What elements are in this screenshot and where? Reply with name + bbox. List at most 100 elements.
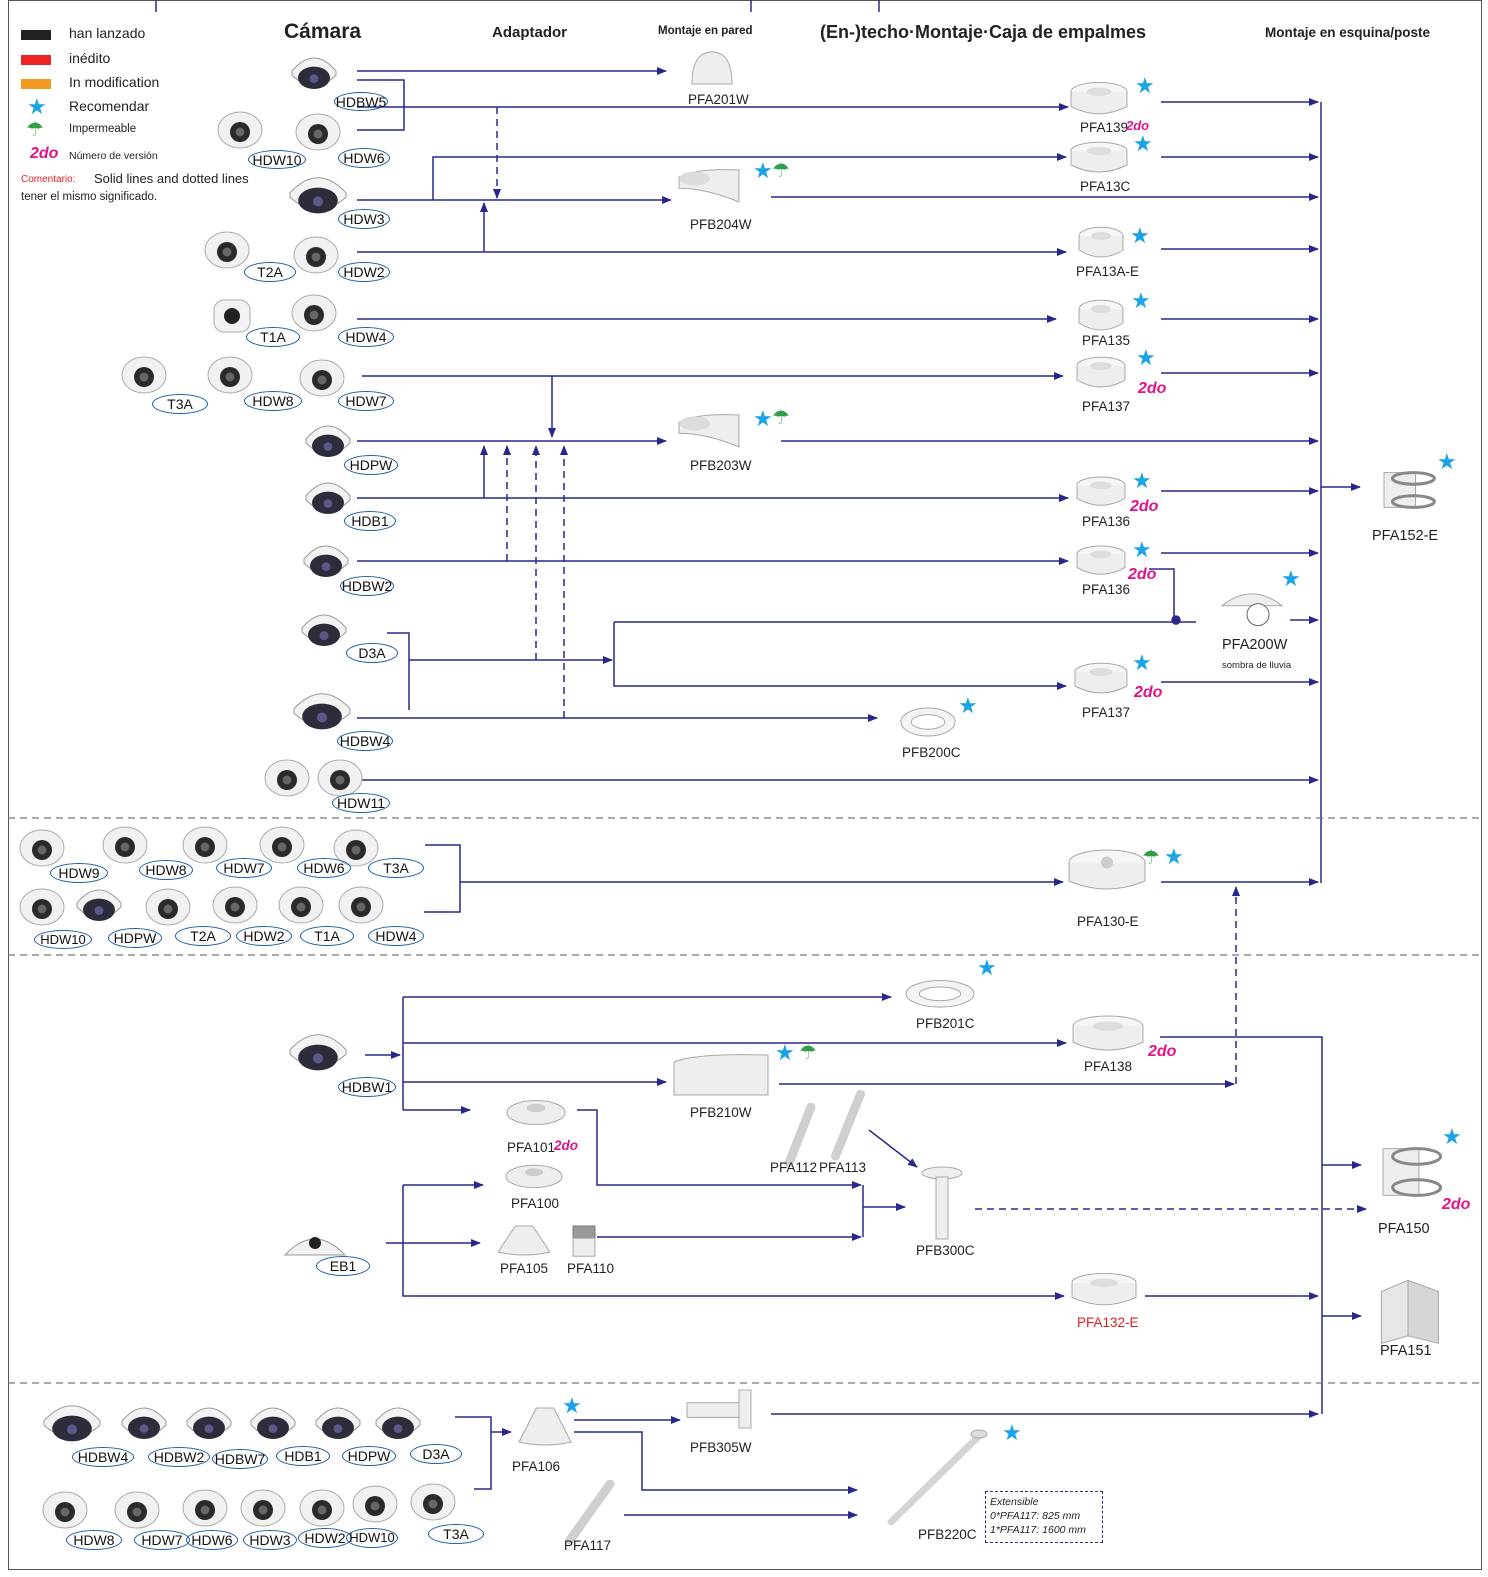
header-ceiling-box: (En-)techo·Montaje·Caja de empalmes	[820, 22, 1147, 42]
camera-label-hdw8-d: HDW8	[66, 1530, 122, 1550]
camera-image	[291, 235, 341, 275]
version-badge-pfa138: 2do	[1148, 1043, 1177, 1060]
legend-comment-line1: Solid lines and dotted lines	[94, 171, 249, 186]
waterproof-umbrella-icon: ☂	[772, 407, 790, 429]
version-badge-pfa137-a: 2do	[1138, 380, 1167, 397]
legend-swatch-released	[21, 30, 51, 40]
product-image	[495, 1222, 553, 1258]
product-label-pfa200w-sub: sombra de lluvia	[1222, 660, 1292, 671]
product-image	[1367, 1133, 1447, 1211]
header-camera: Cámara	[284, 20, 362, 43]
camera-image	[119, 355, 169, 395]
camera-label-hdw8-b: HDW8	[139, 860, 193, 880]
camera-image	[112, 1490, 162, 1530]
product-label-pfa136-a: PFA136	[1082, 514, 1131, 529]
camera-image	[289, 53, 339, 93]
product-image	[1370, 461, 1440, 519]
product-label-pfa130e: PFA130-E	[1077, 914, 1139, 929]
camera-image	[373, 1403, 423, 1443]
camera-image	[180, 1488, 230, 1528]
camera-label-hdbw2-d: HDBW2	[148, 1447, 210, 1467]
product-label-pfa135: PFA135	[1082, 333, 1131, 348]
version-badge-pfa150: 2do	[1442, 1196, 1471, 1213]
product-image	[883, 1426, 993, 1530]
note-line1: Extensible	[990, 1496, 1039, 1508]
camera-label-hdbw1: HDBW1	[338, 1077, 396, 1097]
recommend-star-icon: ★	[753, 406, 773, 431]
camera-label-hdpw-b: HDPW	[108, 928, 162, 948]
camera-image	[74, 885, 124, 925]
camera-label-hdpw: HDPW	[344, 455, 398, 475]
star-icon: ★	[27, 94, 47, 119]
product-image	[516, 1404, 574, 1448]
recommend-star-icon: ★	[1133, 131, 1153, 156]
camera-label-hdw2-b: HDW2	[236, 926, 292, 946]
camera-image	[287, 172, 349, 218]
product-image	[570, 1222, 598, 1258]
camera-image	[303, 421, 353, 461]
product-image	[1072, 658, 1130, 698]
recommend-star-icon: ★	[1132, 650, 1152, 675]
recommend-star-icon: ★	[977, 955, 997, 980]
note-line3: 1*PFA117: 1600 mm	[990, 1524, 1086, 1536]
product-label-pfa117: PFA117	[564, 1538, 612, 1553]
camera-label-hdw2-d: HDW2	[298, 1528, 352, 1548]
product-image	[1074, 541, 1128, 579]
camera-image	[211, 296, 253, 336]
camera-image	[143, 887, 193, 927]
product-image	[685, 1388, 753, 1430]
camera-image	[336, 885, 386, 925]
legend-waterproof: Impermeable	[69, 123, 137, 135]
product-label-pfa137-a: PFA137	[1082, 399, 1131, 414]
legend-swatch-unreleased	[21, 55, 51, 65]
product-image	[823, 1089, 873, 1161]
product-label-pfa152e: PFA152-E	[1372, 528, 1439, 544]
camera-image	[100, 825, 150, 865]
camera-image	[291, 688, 353, 734]
camera-image	[210, 885, 260, 925]
camera-image	[215, 110, 265, 150]
version-badge-pfa136-a: 2do	[1130, 498, 1159, 515]
camera-image	[184, 1403, 234, 1443]
camera-label-hdw4-b: HDW4	[368, 926, 424, 946]
product-label-pfa113: PFA113	[819, 1160, 867, 1175]
camera-image	[313, 1403, 363, 1443]
product-label-pfa139: PFA139	[1080, 120, 1129, 135]
legend-recommend: Recomendar	[69, 98, 150, 114]
recommend-star-icon: ★	[562, 1393, 582, 1418]
camera-label-t3a: T3A	[152, 394, 208, 414]
recommend-star-icon: ★	[1130, 223, 1150, 248]
camera-image	[238, 1488, 288, 1528]
product-label-pfb220c: PFB220C	[918, 1527, 977, 1542]
camera-image	[350, 1484, 400, 1524]
product-label-pfa13ae: PFA13A-E	[1076, 264, 1140, 279]
camera-label-hdw6: HDW6	[338, 148, 390, 168]
product-image	[903, 971, 977, 1009]
product-image	[1066, 845, 1148, 895]
product-label-pfa100: PFA100	[511, 1196, 560, 1211]
product-image	[675, 164, 745, 208]
camera-image	[293, 112, 343, 152]
camera-label-hdbw5: HDBW5	[334, 92, 388, 111]
product-label-pfa200w: PFA200W	[1222, 637, 1288, 653]
camera-label-hdw7-b: HDW7	[216, 858, 272, 878]
product-label-pfa137-b: PFA137	[1082, 705, 1131, 720]
camera-image	[299, 610, 349, 650]
camera-label-hdw2: HDW2	[338, 262, 390, 282]
product-image	[898, 698, 958, 738]
camera-label-hdw8: HDW8	[244, 391, 302, 411]
header-corner-pole: Montaje en esquina/poste	[1265, 25, 1431, 40]
camera-label-hdbw7-d: HDBW7	[212, 1449, 268, 1469]
product-label-pfa105: PFA105	[500, 1261, 549, 1276]
product-label-pfa112: PFA112	[770, 1160, 818, 1175]
camera-image	[17, 828, 67, 868]
recommend-star-icon: ★	[753, 158, 773, 183]
product-image	[1370, 1273, 1446, 1347]
camera-label-t2a-b: T2A	[175, 926, 231, 946]
product-image	[505, 1096, 567, 1126]
camera-label-hdb1: HDB1	[344, 511, 396, 531]
product-image	[504, 1161, 564, 1189]
legend-comment-line2: tener el mismo significado.	[21, 191, 158, 203]
product-label-pfb300c: PFB300C	[916, 1243, 975, 1258]
